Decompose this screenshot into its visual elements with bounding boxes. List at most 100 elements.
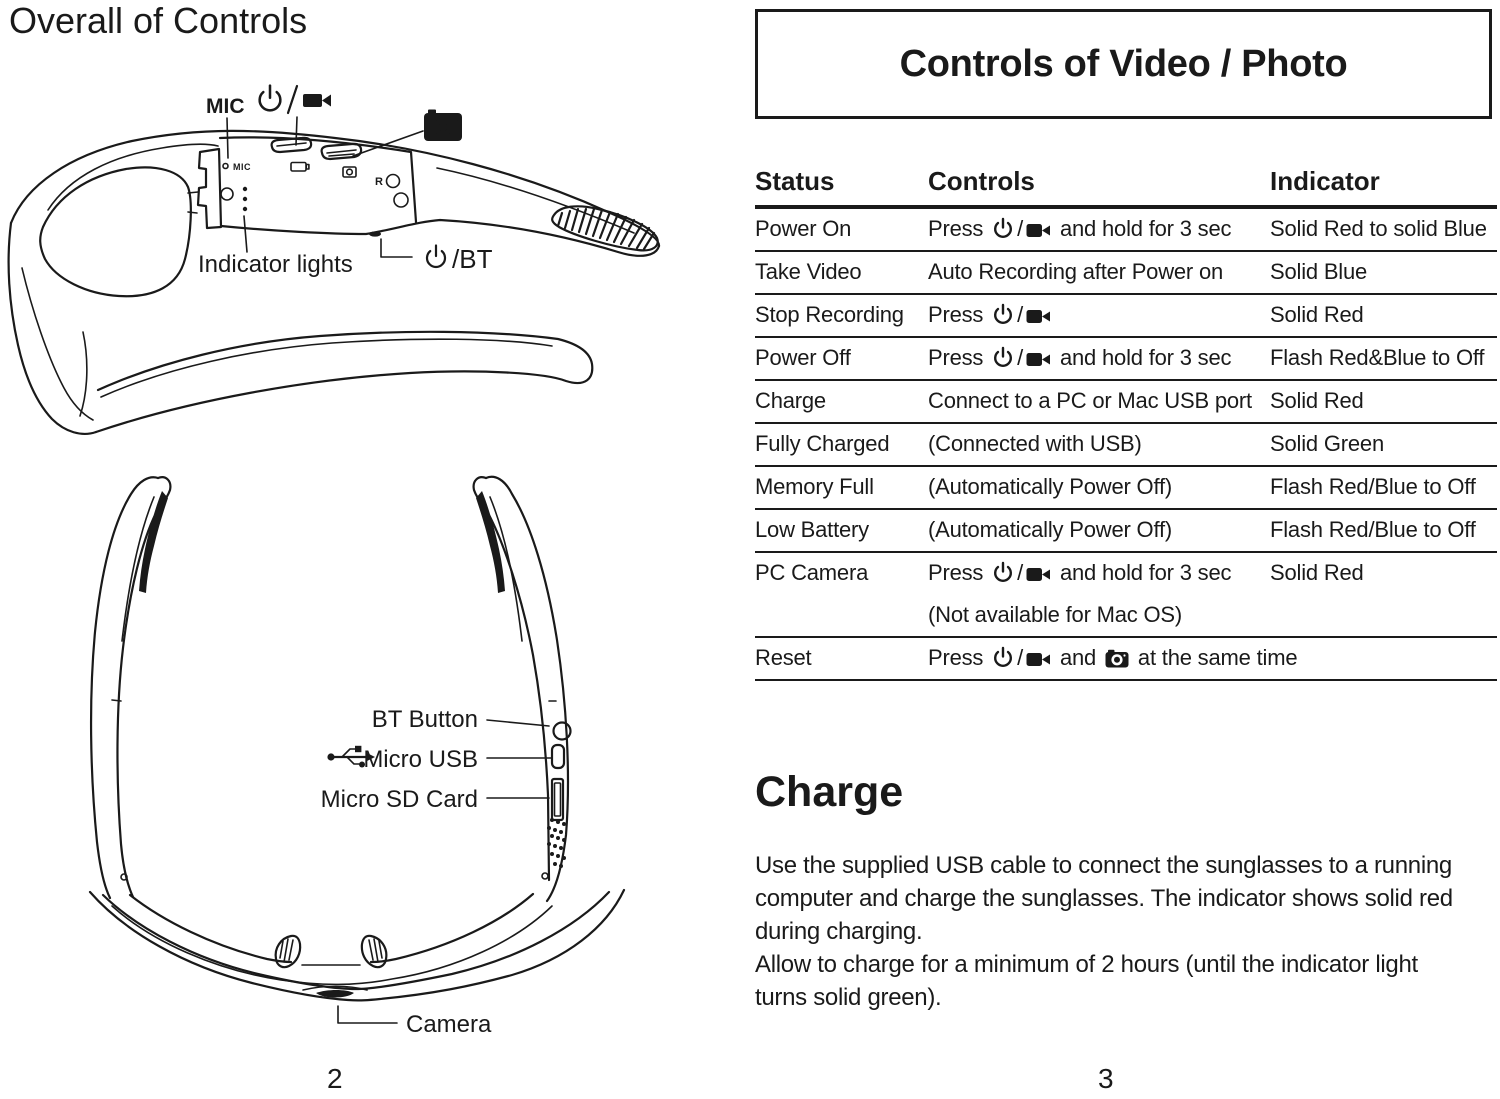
power-icon <box>989 645 1017 670</box>
power-icon <box>989 345 1017 370</box>
control-text: at the same time <box>1132 645 1298 670</box>
header-indicator: Indicator <box>1270 166 1380 196</box>
charge-paragraph-line: Allow to charge for a minimum of 2 hours… <box>755 951 1418 978</box>
video-icon <box>1023 645 1054 670</box>
video-icon <box>1023 302 1054 327</box>
charge-paragraph-line: during charging. <box>755 918 923 945</box>
controls-cell: Press / and hold for 3 sec (Not available… <box>928 561 1270 627</box>
control-text: (Connected with USB) <box>928 431 1142 456</box>
electronics-panel <box>218 136 418 224</box>
indicator-cell: Flash Red/Blue to Off <box>1270 517 1476 542</box>
indicator-lights-label: Indicator lights <box>198 251 353 278</box>
power-icon <box>989 302 1017 327</box>
status-cell: Take Video <box>755 259 862 284</box>
status-cell: Power On <box>755 216 852 241</box>
right-page-title-box: Controls of Video / Photo <box>755 9 1492 119</box>
camera-glyph-icon <box>342 166 357 178</box>
controls-line: Press / <box>928 303 1270 327</box>
table-row: Take Video Auto Recording after Power on S… <box>755 252 1497 295</box>
hinge-block <box>196 147 223 230</box>
indicator-cell: Solid Red to solid Blue <box>1270 216 1487 241</box>
page-number-right: 3 <box>1098 1063 1114 1094</box>
side-view-diagram: MIC R MIC Ind <box>7 84 661 436</box>
status-cell: Fully Charged <box>755 431 890 456</box>
reset-hole <box>385 173 401 189</box>
controls-line: (Automatically Power Off) <box>928 518 1270 542</box>
controls-line: Press / and at the same time <box>928 645 1298 670</box>
camera-label: Camera <box>406 1011 492 1038</box>
charge-heading: Charge <box>755 768 904 816</box>
control-text: Press <box>928 216 990 241</box>
control-text: Connect to a PC or Mac USB port <box>928 388 1252 413</box>
table-row: Stop Recording Press /Solid Red <box>755 295 1497 338</box>
charge-paragraph: Use the supplied USB cable to connect th… <box>755 849 1500 1014</box>
controls-cell: Press / and at the same time <box>928 645 1298 670</box>
header-controls: Controls <box>928 166 1035 196</box>
bt-button <box>552 721 572 741</box>
indicator-cell: Flash Red&Blue to Off <box>1270 345 1485 370</box>
controls-line: (Connected with USB) <box>928 432 1270 456</box>
status-cell: Low Battery <box>755 517 869 542</box>
status-cell: Power Off <box>755 345 851 370</box>
power-icon <box>425 244 447 269</box>
control-text: Press <box>928 560 990 585</box>
status-cell: Stop Recording <box>755 302 904 327</box>
controls-cell: Press / and hold for 3 sec <box>928 217 1270 241</box>
panel-mic-text: MIC <box>233 162 251 172</box>
status-cell: Memory Full <box>755 474 874 499</box>
far-temple-band <box>94 330 594 434</box>
power-icon <box>989 216 1017 241</box>
panel-r-text: R <box>375 176 383 188</box>
control-text: and <box>1054 645 1103 670</box>
controls-line: Press / and hold for 3 sec <box>928 561 1270 585</box>
status-cell: PC Camera <box>755 560 869 585</box>
charge-paragraph-line: Use the supplied USB cable to connect th… <box>755 852 1452 879</box>
charge-paragraph-line: turns solid green). <box>755 984 942 1011</box>
grip-hatch <box>556 207 656 251</box>
controls-note: (Not available for Mac OS) <box>928 602 1182 627</box>
temple-bottom-edge <box>219 218 661 257</box>
control-text: (Automatically Power Off) <box>928 517 1173 542</box>
photo-button <box>320 142 363 161</box>
indicator-cell: Solid Blue <box>1270 259 1368 284</box>
indicator-cell: Solid Red <box>1270 560 1364 585</box>
battery-icon <box>290 161 307 172</box>
control-text: / <box>1017 645 1024 670</box>
controls-line: (Automatically Power Off) <box>928 475 1270 499</box>
control-text: Auto Recording after Power on <box>928 259 1224 284</box>
speaker-grille <box>547 818 566 868</box>
right-page-title: Controls of Video / Photo <box>899 42 1348 85</box>
panel-markings: MIC R <box>220 161 409 212</box>
control-text: / <box>1017 345 1024 370</box>
lens-outer-edge <box>7 221 98 436</box>
camera-icon <box>1102 645 1132 670</box>
control-text: / <box>1017 560 1024 585</box>
micro-usb-label: Micro USB <box>363 746 478 773</box>
manual-diagrams: MIC R MIC Ind <box>7 84 661 1038</box>
lens-aperture <box>39 166 192 298</box>
power-icon <box>258 84 282 112</box>
page-title: Overall of Controls <box>9 0 308 41</box>
video-icon <box>303 94 331 107</box>
video-icon <box>1023 560 1054 585</box>
controls-cell: (Automatically Power Off) <box>928 518 1270 542</box>
status-cell: Charge <box>755 388 826 413</box>
control-text: Press <box>928 302 990 327</box>
indicator-cell: Solid Red <box>1270 302 1364 327</box>
power-bt-label: /BT <box>452 244 493 274</box>
control-text: Press <box>928 345 990 370</box>
indicator-led <box>242 186 248 192</box>
bt-button-label: BT Button <box>372 706 478 733</box>
camera-lens <box>316 990 354 998</box>
controls-cell: Press / and hold for 3 sec <box>928 346 1270 370</box>
power-icon <box>989 560 1017 585</box>
top-view-diagram: BT Button Micro USB Micro SD Card Camera <box>88 475 626 1038</box>
table-row: Memory Full(Automatically Power Off)Flas… <box>755 467 1497 510</box>
controls-line: Auto Recording after Power on <box>928 260 1270 284</box>
control-text: and hold for 3 sec <box>1054 560 1232 585</box>
indicator-cell: Solid Green <box>1270 431 1384 456</box>
